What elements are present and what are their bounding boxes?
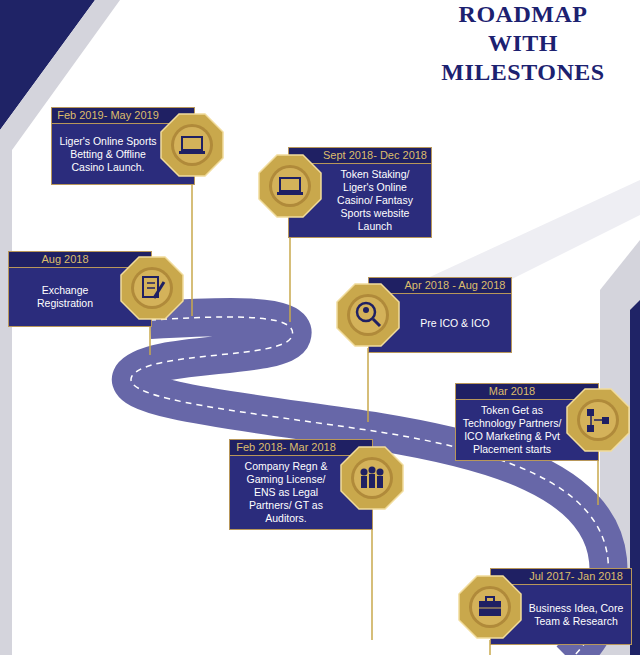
milestone-text: Pre ICO & ICO — [369, 317, 511, 330]
date-header: Feb 2019- May 2019 — [52, 108, 194, 124]
milestone-text: Token Staking/ Liger's Online Casino/ Fa… — [289, 168, 431, 233]
milestone-text: Token Get as Technology Partners/ ICO Ma… — [456, 404, 598, 456]
milestone-text: Exchange Registration — [9, 284, 151, 310]
date-header: Aug 2018 — [9, 252, 151, 268]
milestone-box: Aug 2018Exchange Registration — [8, 251, 152, 327]
milestone-text: Company Regn & Gaming License/ ENS as Le… — [230, 460, 372, 525]
date-header: Mar 2018 — [456, 384, 598, 400]
date-header: Apr 2018 - Aug 2018 — [369, 278, 511, 294]
date-header: Jul 2017- Jan 2018 — [491, 569, 631, 585]
milestone-box: Jul 2017- Jan 2018Business Idea, Core Te… — [490, 568, 632, 645]
diagram-title: ROADMAP WITH MILESTONES — [438, 0, 608, 87]
milestone-box: Feb 2018- Mar 2018Company Regn & Gaming … — [229, 439, 373, 530]
date-header: Sept 2018- Dec 2018 — [289, 148, 431, 164]
milestone-text: Business Idea, Core Team & Research — [491, 602, 631, 628]
date-header: Feb 2018- Mar 2018 — [230, 440, 372, 456]
milestone-box: Feb 2019- May 2019Liger's Online Sports … — [51, 107, 195, 185]
milestone-box: Mar 2018Token Get as Technology Partners… — [455, 383, 599, 461]
milestone-text: Liger's Online Sports Betting & Offline … — [52, 135, 194, 174]
milestone-box: Sept 2018- Dec 2018Token Staking/ Liger'… — [288, 147, 432, 238]
milestone-box: Apr 2018 - Aug 2018Pre ICO & ICO — [368, 277, 512, 353]
side-band — [0, 0, 120, 655]
